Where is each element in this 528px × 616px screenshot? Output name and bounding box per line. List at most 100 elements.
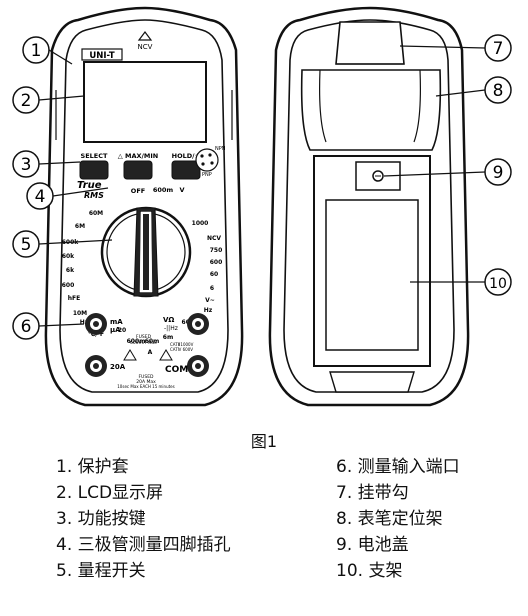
callout-circle — [484, 34, 512, 62]
strap-hook[interactable] — [335, 21, 405, 65]
fuse1-label: FUSED — [136, 334, 152, 340]
dial-label: hFE — [68, 295, 80, 302]
dial-label: 600 — [62, 282, 75, 289]
dial-label: 6 — [210, 285, 214, 292]
com-label: COM — [165, 365, 188, 375]
dial-label: 600m — [127, 338, 146, 345]
dial-label: 60 — [210, 271, 218, 278]
multimeter-diagram: NCV UNI-T SELECT △ MAX/MIN HOLD/☀ NPN PN… — [12, 6, 512, 407]
select-label: SELECT — [81, 152, 108, 160]
callout-circle — [22, 36, 50, 64]
legend-right: 6. 测量输入端口 7. 挂带勾 8. 表笔定位架 9. 电池盖 10. 支架 — [336, 454, 460, 584]
select-button[interactable] — [79, 160, 109, 180]
callout-circle — [26, 182, 54, 210]
hold-label: HOLD/☀ — [172, 152, 201, 160]
legend-item: 8. 表笔定位架 — [336, 509, 443, 529]
back-holster-inner — [283, 19, 455, 393]
cat1-label: CATⅢ1000V — [170, 342, 194, 347]
callout-leader — [38, 161, 81, 165]
callout-number: 1 — [31, 41, 42, 61]
legend-item: 7. 挂带勾 — [336, 483, 409, 503]
pnp-label: PNP — [202, 172, 212, 178]
hold-button[interactable] — [171, 160, 201, 180]
legend-item: 6. 测量输入端口 — [336, 457, 460, 477]
dial-label: OFF — [131, 187, 145, 195]
holder-groove-right — [413, 69, 421, 143]
callout-leader — [435, 89, 486, 97]
bottom-hinge — [329, 371, 415, 393]
maxmin-label: △ MAX/MIN — [118, 152, 158, 160]
callout-number: 7 — [493, 39, 504, 59]
dial-label: NCV — [207, 235, 221, 242]
fuse2-label: 600mA Max — [130, 340, 157, 346]
dial-label: V — [179, 186, 184, 194]
dial-label: 1000 — [192, 220, 209, 227]
brand-text: UNI-T — [89, 51, 114, 61]
dial-label: Hz — [80, 319, 89, 326]
callout-number: 6 — [21, 317, 32, 337]
callout-leader — [383, 171, 486, 177]
callout-circle — [12, 312, 40, 340]
lcd-screen — [83, 61, 207, 143]
callout-number: 5 — [21, 235, 32, 255]
legend-item: 2. LCD显示屏 — [56, 483, 164, 503]
callout-leader — [48, 49, 73, 65]
callout-leader — [38, 323, 85, 327]
dial-label: 20 — [118, 327, 126, 334]
stand[interactable] — [325, 199, 419, 351]
dial-label: 750 — [210, 247, 223, 254]
callout-number: 2 — [21, 91, 32, 111]
callout-circle — [12, 230, 40, 258]
a20-label: 20A — [110, 363, 126, 371]
legend-item: 10. 支架 — [336, 561, 403, 581]
cat2-label: CATⅣ 600V — [170, 347, 193, 352]
callout-leader — [52, 187, 109, 197]
fuse3-label: FUSED — [138, 374, 154, 380]
npn-label: NPN — [215, 146, 226, 152]
legend-left: 1. 保护套 2. LCD显示屏 3. 功能按键 4. 三极管测量四脚插孔 5.… — [56, 454, 231, 584]
ncv-label: NCV — [138, 43, 153, 51]
dial-label: 600m — [153, 186, 174, 194]
figure-caption: 图1 — [250, 432, 278, 451]
callout-leader — [38, 239, 113, 245]
callout-number: 4 — [35, 187, 46, 207]
dial-label: V~ — [205, 297, 215, 304]
dial-label: 60k — [62, 253, 75, 260]
legend-item: 9. 电池盖 — [336, 535, 409, 555]
maxmin-button[interactable] — [123, 160, 153, 180]
callout-circle — [484, 76, 512, 104]
callout-circle — [484, 268, 512, 296]
fuse4-label: 20A Max — [136, 379, 156, 385]
dial-label: 60m — [145, 338, 160, 345]
holder-groove-left — [319, 69, 327, 143]
true-label: True — [77, 180, 102, 191]
dial-label: Hz — [204, 307, 213, 314]
legend-item: 1. 保护套 — [56, 457, 129, 477]
warning-icon-2 — [159, 349, 173, 361]
dial-label: 6M — [75, 223, 85, 230]
legend-item: 4. 三极管测量四脚插孔 — [56, 535, 231, 555]
legend-item: 3. 功能按键 — [56, 509, 146, 529]
function-buttons: SELECT △ MAX/MIN HOLD/☀ — [79, 152, 201, 180]
callout-leader — [399, 45, 486, 49]
fuse5-label: 10sec Max EACH 15 minutes — [117, 384, 174, 389]
callout-circle — [12, 86, 40, 114]
dial-label: A — [148, 349, 153, 356]
range-dial[interactable] — [100, 206, 192, 298]
warning-icon — [123, 349, 137, 361]
callout-circle — [484, 158, 512, 186]
rms-label: RMS — [84, 191, 104, 200]
dial-label: 6m — [163, 334, 173, 341]
dial-label: 6k — [66, 267, 75, 274]
back-view — [268, 6, 470, 407]
input-ports: mA µA FUSED 600mA Max VΩ -||Hz CATⅢ1000V… — [85, 313, 209, 389]
callout-circle — [12, 150, 40, 178]
dial-label: 10M — [73, 310, 87, 317]
ma-label: mA — [110, 318, 123, 326]
callout-number: 9 — [493, 163, 504, 183]
callout-leader — [38, 95, 85, 101]
legend-item: 5. 量程开关 — [56, 561, 146, 581]
vohm-label: VΩ — [163, 316, 174, 324]
brand-logo — [81, 48, 123, 61]
